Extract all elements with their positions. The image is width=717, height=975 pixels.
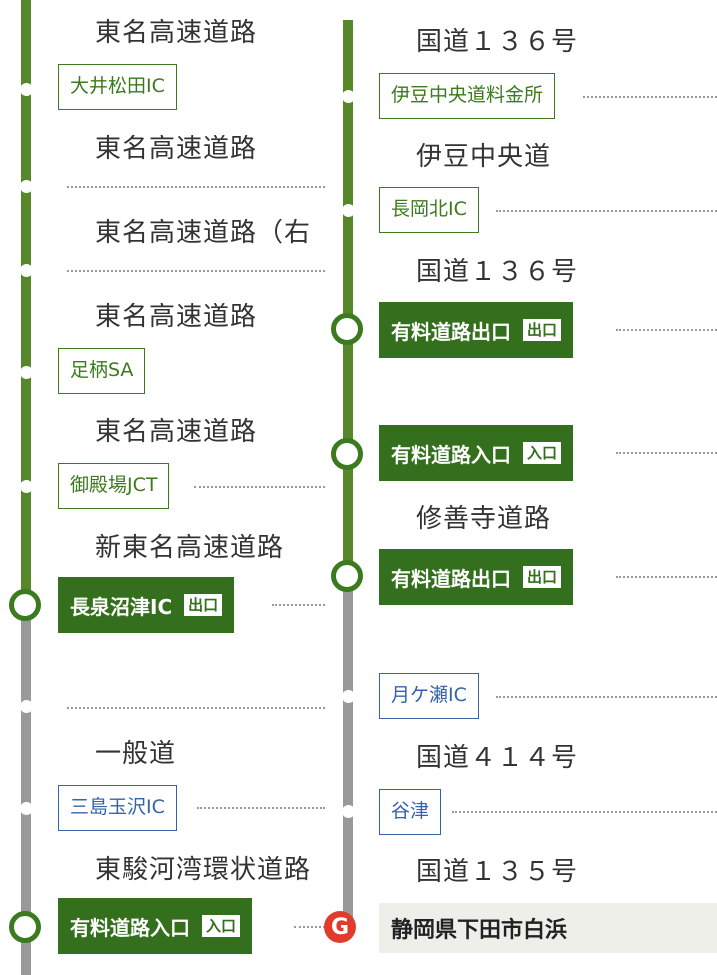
leader-line bbox=[197, 807, 325, 809]
separator bbox=[67, 186, 325, 188]
route-dot bbox=[20, 480, 33, 493]
route-dot bbox=[20, 366, 33, 379]
route-dot bbox=[342, 690, 355, 703]
road-name: 新東名高速道路 bbox=[95, 533, 285, 563]
road-name: 東名高速道路（右 bbox=[95, 218, 312, 248]
toll-point-circle bbox=[331, 438, 363, 470]
road-name: 一般道 bbox=[95, 739, 177, 769]
leader-line bbox=[294, 926, 325, 928]
route-dot bbox=[20, 180, 33, 193]
road-name: 東駿河湾環状道路 bbox=[95, 855, 312, 885]
point-label: 長泉沼津IC bbox=[70, 594, 173, 619]
route-dot bbox=[342, 805, 355, 818]
leader-line bbox=[496, 696, 717, 698]
road-name: 伊豆中央道 bbox=[416, 142, 552, 172]
toll-road-exit[interactable]: 有料道路出口 出口 bbox=[379, 302, 574, 358]
toll-point-circle bbox=[9, 589, 41, 621]
exit-tag: 出口 bbox=[523, 566, 562, 588]
road-name: 修善寺道路 bbox=[416, 504, 552, 534]
point-label: 有料道路出口 bbox=[391, 566, 511, 591]
route-dot bbox=[342, 90, 355, 103]
leader-line bbox=[452, 811, 717, 813]
road-name: 国道４１４号 bbox=[416, 743, 579, 773]
road-name: 国道１３６号 bbox=[416, 257, 579, 287]
toll-road-exit[interactable]: 有料道路出口 出口 bbox=[379, 549, 574, 605]
leader-line bbox=[194, 486, 325, 488]
point-label: 有料道路入口 bbox=[391, 442, 511, 467]
road-name: 東名高速道路 bbox=[95, 417, 258, 447]
leader-line bbox=[616, 576, 717, 578]
route-dot bbox=[20, 83, 33, 96]
road-name: 国道１３６号 bbox=[416, 27, 579, 57]
jct-gotemba[interactable]: 御殿場JCT bbox=[58, 463, 170, 509]
ic-nagaoka-kita[interactable]: 長岡北IC bbox=[379, 187, 479, 233]
toll-point-circle bbox=[9, 911, 41, 943]
sa-ashigara[interactable]: 足柄SA bbox=[58, 348, 146, 394]
toll-road-entry[interactable]: 有料道路入口 入口 bbox=[58, 898, 253, 954]
ic-tsukigase[interactable]: 月ケ瀬IC bbox=[379, 673, 479, 719]
izu-central-toll-gate[interactable]: 伊豆中央道料金所 bbox=[379, 73, 556, 119]
leader-line bbox=[616, 329, 717, 331]
route-dot bbox=[20, 264, 33, 277]
ic-mishima-tamazawa[interactable]: 三島玉沢IC bbox=[58, 785, 177, 831]
exit-tag: 出口 bbox=[523, 319, 562, 341]
road-name: 東名高速道路 bbox=[95, 302, 258, 332]
toll-road-entry[interactable]: 有料道路入口 入口 bbox=[379, 425, 574, 481]
ic-nagaizumi-numazu[interactable]: 長泉沼津IC 出口 bbox=[58, 577, 235, 633]
exit-tag: 出口 bbox=[184, 594, 223, 616]
toll-route-line-right bbox=[343, 20, 353, 575]
point-yazu[interactable]: 谷津 bbox=[379, 789, 442, 835]
toll-point-circle bbox=[331, 313, 363, 345]
point-label: 有料道路入口 bbox=[70, 915, 190, 940]
road-name: 東名高速道路 bbox=[95, 134, 258, 164]
general-route-line-right bbox=[343, 575, 353, 930]
general-route-line bbox=[21, 605, 31, 975]
route-dot bbox=[20, 700, 33, 713]
leader-line bbox=[496, 210, 717, 212]
point-label: 有料道路出口 bbox=[391, 319, 511, 344]
route-dot bbox=[20, 802, 33, 815]
toll-route-line bbox=[21, 0, 31, 605]
leader-line bbox=[616, 452, 717, 454]
road-name: 国道１３５号 bbox=[416, 857, 579, 887]
route-dot bbox=[342, 204, 355, 217]
entry-tag: 入口 bbox=[202, 915, 241, 937]
entry-tag: 入口 bbox=[523, 442, 562, 464]
ic-ooi-matsuda[interactable]: 大井松田IC bbox=[58, 64, 177, 110]
separator bbox=[67, 707, 325, 709]
road-name: 東名高速道路 bbox=[95, 18, 258, 48]
toll-point-circle bbox=[331, 560, 363, 592]
leader-line bbox=[583, 96, 717, 98]
goal-icon: G bbox=[324, 911, 356, 943]
destination-label: 静岡県下田市白浜 bbox=[391, 918, 568, 943]
leader-line bbox=[272, 604, 325, 606]
destination[interactable]: 静岡県下田市白浜 bbox=[379, 903, 717, 953]
separator bbox=[67, 270, 325, 272]
